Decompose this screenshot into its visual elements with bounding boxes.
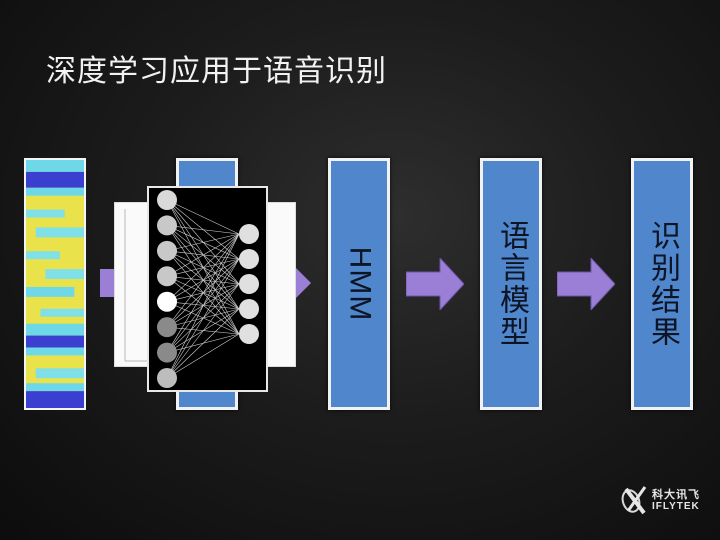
neural-network-diagram xyxy=(147,186,268,392)
arrow-right-icon xyxy=(406,258,464,310)
hmm-label: HMM xyxy=(343,246,376,322)
slide-title: 深度学习应用于语音识别 xyxy=(46,54,387,89)
nn-connection xyxy=(166,233,240,277)
arrow-right-icon xyxy=(557,258,615,310)
nn-connection xyxy=(166,308,240,379)
nn-connection xyxy=(166,258,240,379)
nn-connection xyxy=(166,233,240,302)
language-model-label: 语言模型 xyxy=(494,220,529,348)
nn-output-node xyxy=(239,224,259,244)
nn-connection xyxy=(166,233,240,379)
nn-input-node xyxy=(157,291,177,312)
nn-connection xyxy=(166,225,240,235)
nn-connection xyxy=(166,199,240,235)
nn-input-node xyxy=(157,368,177,388)
nn-input-node xyxy=(157,240,177,261)
logo-en-text: IFLYTEK xyxy=(652,500,700,512)
iflytek-logo: 科大讯飞 IFLYTEK xyxy=(620,480,712,520)
nn-connection xyxy=(166,233,240,252)
nn-input-node xyxy=(157,317,177,338)
language-model-stage-box: 语言模型 xyxy=(480,158,542,410)
nn-input-node xyxy=(157,190,177,210)
nn-connection xyxy=(166,233,240,328)
neural-network-graphic xyxy=(157,190,259,388)
nn-output-node xyxy=(239,249,259,269)
nn-input-node xyxy=(157,342,177,363)
nn-connection xyxy=(166,233,240,353)
nn-output-node xyxy=(239,324,259,344)
nn-output-node xyxy=(239,299,259,319)
nn-input-node xyxy=(157,215,177,236)
logo-cn-text: 科大讯飞 xyxy=(652,487,700,501)
arrow-right-icon xyxy=(293,265,313,301)
result-label: 识别结果 xyxy=(645,220,680,348)
spectrogram-graphic xyxy=(26,160,84,408)
nn-connection xyxy=(166,333,240,379)
hmm-stage-box: HMM xyxy=(328,158,390,410)
result-stage-box: 识别结果 xyxy=(631,158,693,410)
nn-input-node xyxy=(157,266,177,287)
nn-connection xyxy=(166,283,240,379)
iflytek-logo-icon xyxy=(621,486,647,515)
nn-output-node xyxy=(239,274,259,294)
spectrogram-image xyxy=(24,158,86,410)
